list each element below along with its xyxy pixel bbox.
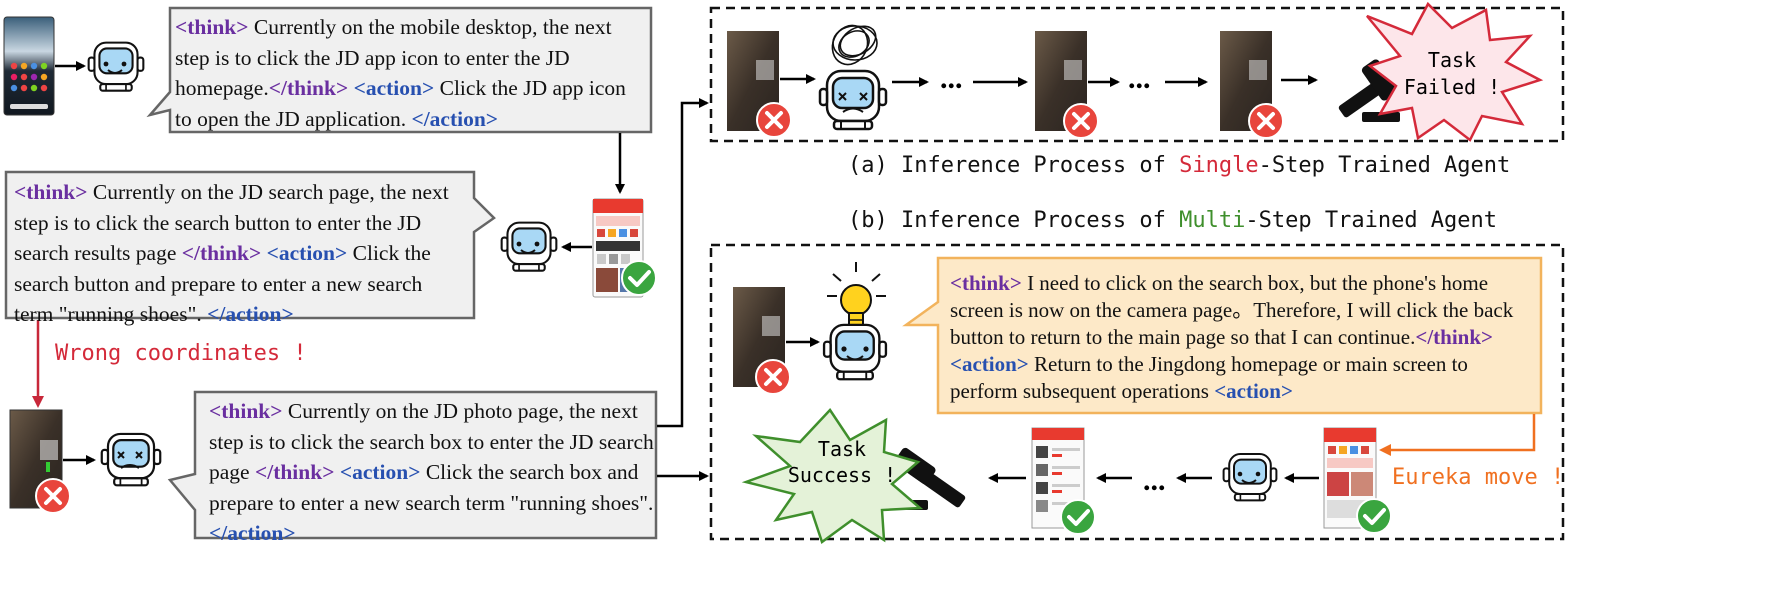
caption-a-highlight: Single bbox=[1179, 153, 1259, 178]
think-open-tag: <think> bbox=[950, 271, 1022, 295]
ellipsis: ... bbox=[1128, 62, 1151, 95]
lightbulb-icon bbox=[827, 262, 886, 328]
robot-icon bbox=[822, 323, 888, 381]
think-close-tag: </think> bbox=[268, 76, 349, 100]
bubble-top-shape bbox=[146, 6, 653, 134]
check-badge-icon bbox=[1356, 498, 1392, 534]
bubble-right-text: <think> I need to click on the search bo… bbox=[950, 270, 1538, 405]
task-failed-burst bbox=[1366, 1, 1544, 142]
robot-icon bbox=[1222, 452, 1278, 502]
x-badge-icon bbox=[35, 478, 71, 514]
task-failed-line2: Failed ! bbox=[1404, 75, 1500, 99]
think-close-tag: </think> bbox=[181, 241, 262, 265]
think-close-tag: </think> bbox=[254, 460, 335, 484]
task-success-burst bbox=[741, 407, 924, 545]
eureka-move-note: Eureka move ! bbox=[1392, 465, 1565, 490]
action-open-tag: <action> bbox=[348, 76, 435, 100]
think-text: I need to click on the search box, but t… bbox=[950, 271, 1514, 349]
panel-multi-step bbox=[709, 243, 1565, 541]
action-open-tag: <action> bbox=[261, 241, 348, 265]
caption-b: (b) Inference Process of Multi-Step Trai… bbox=[848, 208, 1497, 233]
think-text: Currently on the mobile desktop, the nex… bbox=[175, 15, 612, 100]
action-open-tag: <action> bbox=[334, 460, 421, 484]
action-close-tag: </action> bbox=[411, 106, 499, 131]
bubble-middle-shape bbox=[4, 170, 496, 320]
bubble-middle-text: <think> Currently on the JD search page,… bbox=[14, 177, 466, 330]
caption-a-suffix: -Step Trained Agent bbox=[1258, 153, 1511, 178]
sad-robot-icon bbox=[818, 69, 888, 131]
think-text: Currently on the JD search page, the nex… bbox=[14, 180, 449, 265]
think-text: Currently on the JD photo page, the next… bbox=[209, 399, 654, 484]
task-success-line1: Task bbox=[818, 437, 866, 461]
x-badge-icon bbox=[755, 359, 791, 395]
x-badge-icon bbox=[756, 102, 792, 138]
confused-robot-icon bbox=[100, 432, 162, 487]
phone-jd-results-screenshot bbox=[1031, 427, 1085, 529]
wrong-coordinates-note: Wrong coordinates ! bbox=[55, 341, 307, 366]
think-open-tag: <think> bbox=[175, 15, 249, 39]
bubble-bottom-text: <think> Currently on the JD photo page, … bbox=[209, 396, 655, 549]
action-close-tag: </action> bbox=[207, 302, 294, 326]
gavel-icon bbox=[1338, 59, 1400, 122]
action-text: Click the JD app icon to open the JD app… bbox=[175, 76, 626, 131]
phone-jd-home-screenshot bbox=[1323, 427, 1377, 529]
caption-b-highlight: Multi bbox=[1179, 208, 1246, 233]
action-close-tag: </action> bbox=[209, 521, 296, 545]
bubble-top-text: <think> Currently on the mobile desktop,… bbox=[175, 12, 647, 134]
x-badge-icon bbox=[1063, 103, 1099, 139]
bubble-right-shape bbox=[902, 256, 1543, 415]
action-close-tag: <action> bbox=[1214, 379, 1293, 403]
think-open-tag: <think> bbox=[209, 399, 283, 423]
check-badge-icon bbox=[621, 260, 657, 296]
caption-b-prefix: (b) Inference Process of bbox=[848, 208, 1180, 233]
robot-icon bbox=[500, 221, 558, 272]
action-text: Return to the Jingdong homepage or main … bbox=[950, 352, 1468, 403]
x-badge-icon bbox=[1248, 103, 1284, 139]
robot-icon bbox=[87, 41, 145, 92]
bubble-bottom-shape bbox=[167, 390, 658, 540]
phone-home-screenshot bbox=[3, 16, 55, 116]
task-success-line2: Success ! bbox=[788, 463, 896, 487]
check-badge-icon bbox=[1060, 499, 1096, 535]
think-close-tag: </think> bbox=[1415, 325, 1494, 349]
caption-a: (a) Inference Process of Single-Step Tra… bbox=[848, 153, 1510, 178]
ellipsis: ... bbox=[940, 62, 963, 95]
task-failed-line1: Task bbox=[1428, 48, 1476, 72]
scribble-thought-icon bbox=[831, 24, 878, 66]
ellipsis: ... bbox=[1143, 464, 1166, 497]
action-text: Click the search box and prepare to ente… bbox=[209, 460, 654, 515]
caption-b-suffix: -Step Trained Agent bbox=[1245, 208, 1498, 233]
action-text: Click the search button and prepare to e… bbox=[14, 241, 431, 326]
think-open-tag: <think> bbox=[14, 180, 88, 204]
action-open-tag: <action> bbox=[950, 352, 1029, 376]
caption-a-prefix: (a) Inference Process of bbox=[848, 153, 1180, 178]
panel-single-step bbox=[709, 6, 1565, 143]
